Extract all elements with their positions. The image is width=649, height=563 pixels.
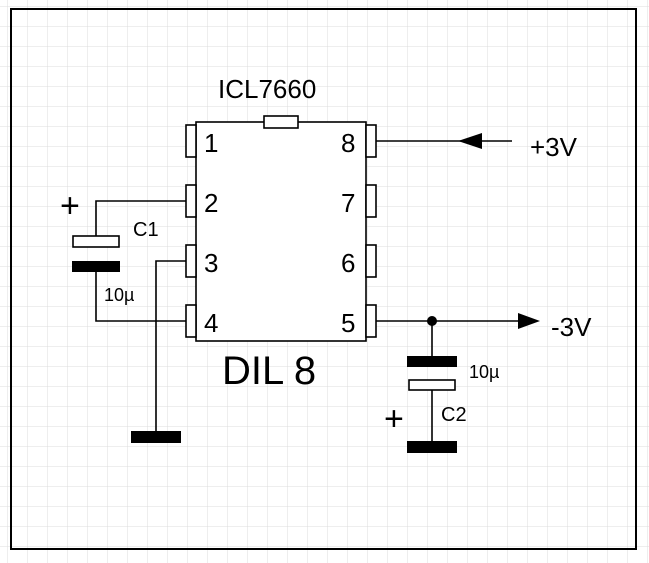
pin-label-4: 4 bbox=[204, 308, 218, 338]
input-voltage-label: +3V bbox=[530, 132, 578, 162]
pin-label-5: 5 bbox=[341, 308, 355, 338]
c2-value-label: 10µ bbox=[469, 362, 499, 382]
capacitor-c2: + C2 10µ bbox=[384, 356, 499, 453]
ic-notch bbox=[263, 115, 299, 129]
pin-label-2: 2 bbox=[204, 188, 218, 218]
c1-ref-label: C1 bbox=[133, 219, 159, 241]
pin-tab-7 bbox=[365, 184, 377, 218]
ic-body bbox=[195, 121, 367, 342]
output-voltage-label: -3V bbox=[551, 312, 592, 342]
pin-tab-6 bbox=[365, 244, 377, 278]
c2-ref-label: C2 bbox=[441, 404, 467, 426]
input-arrow bbox=[458, 133, 482, 149]
pin-label-3: 3 bbox=[204, 248, 218, 278]
c1-value-label: 10µ bbox=[104, 285, 134, 305]
pin-label-7: 7 bbox=[341, 188, 355, 218]
pin-label-8: 8 bbox=[341, 128, 355, 158]
pin-tab-2 bbox=[185, 184, 197, 218]
package-label: DIL 8 bbox=[222, 349, 316, 393]
c2-ground-plate bbox=[407, 441, 457, 453]
pin-tab-8 bbox=[365, 124, 377, 158]
drawing-frame bbox=[10, 8, 637, 550]
c1-polarity-label: + bbox=[60, 187, 80, 225]
capacitor-c1: + C1 10µ bbox=[60, 187, 159, 305]
c2-plate-positive bbox=[408, 379, 456, 391]
pin-tab-1 bbox=[185, 124, 197, 158]
pin-tab-4 bbox=[185, 304, 197, 338]
c1-plate-positive bbox=[72, 235, 120, 248]
wire-pin3-ground bbox=[155, 260, 186, 432]
chip-name-label: ICL7660 bbox=[218, 74, 316, 104]
ic-package: 1 2 3 4 8 7 6 5 ICL7660 DIL 8 bbox=[185, 74, 377, 393]
pin-tab-3 bbox=[185, 244, 197, 278]
pin-label-6: 6 bbox=[341, 248, 355, 278]
c2-plate-negative bbox=[407, 356, 457, 367]
pin-tab-5 bbox=[365, 304, 377, 338]
output-arrow bbox=[518, 313, 540, 329]
ground-symbol bbox=[131, 431, 181, 443]
wire-pin2-c1 bbox=[95, 200, 186, 236]
c2-polarity-label: + bbox=[384, 400, 404, 438]
pin-label-1: 1 bbox=[204, 128, 218, 158]
c1-plate-negative bbox=[72, 261, 120, 272]
